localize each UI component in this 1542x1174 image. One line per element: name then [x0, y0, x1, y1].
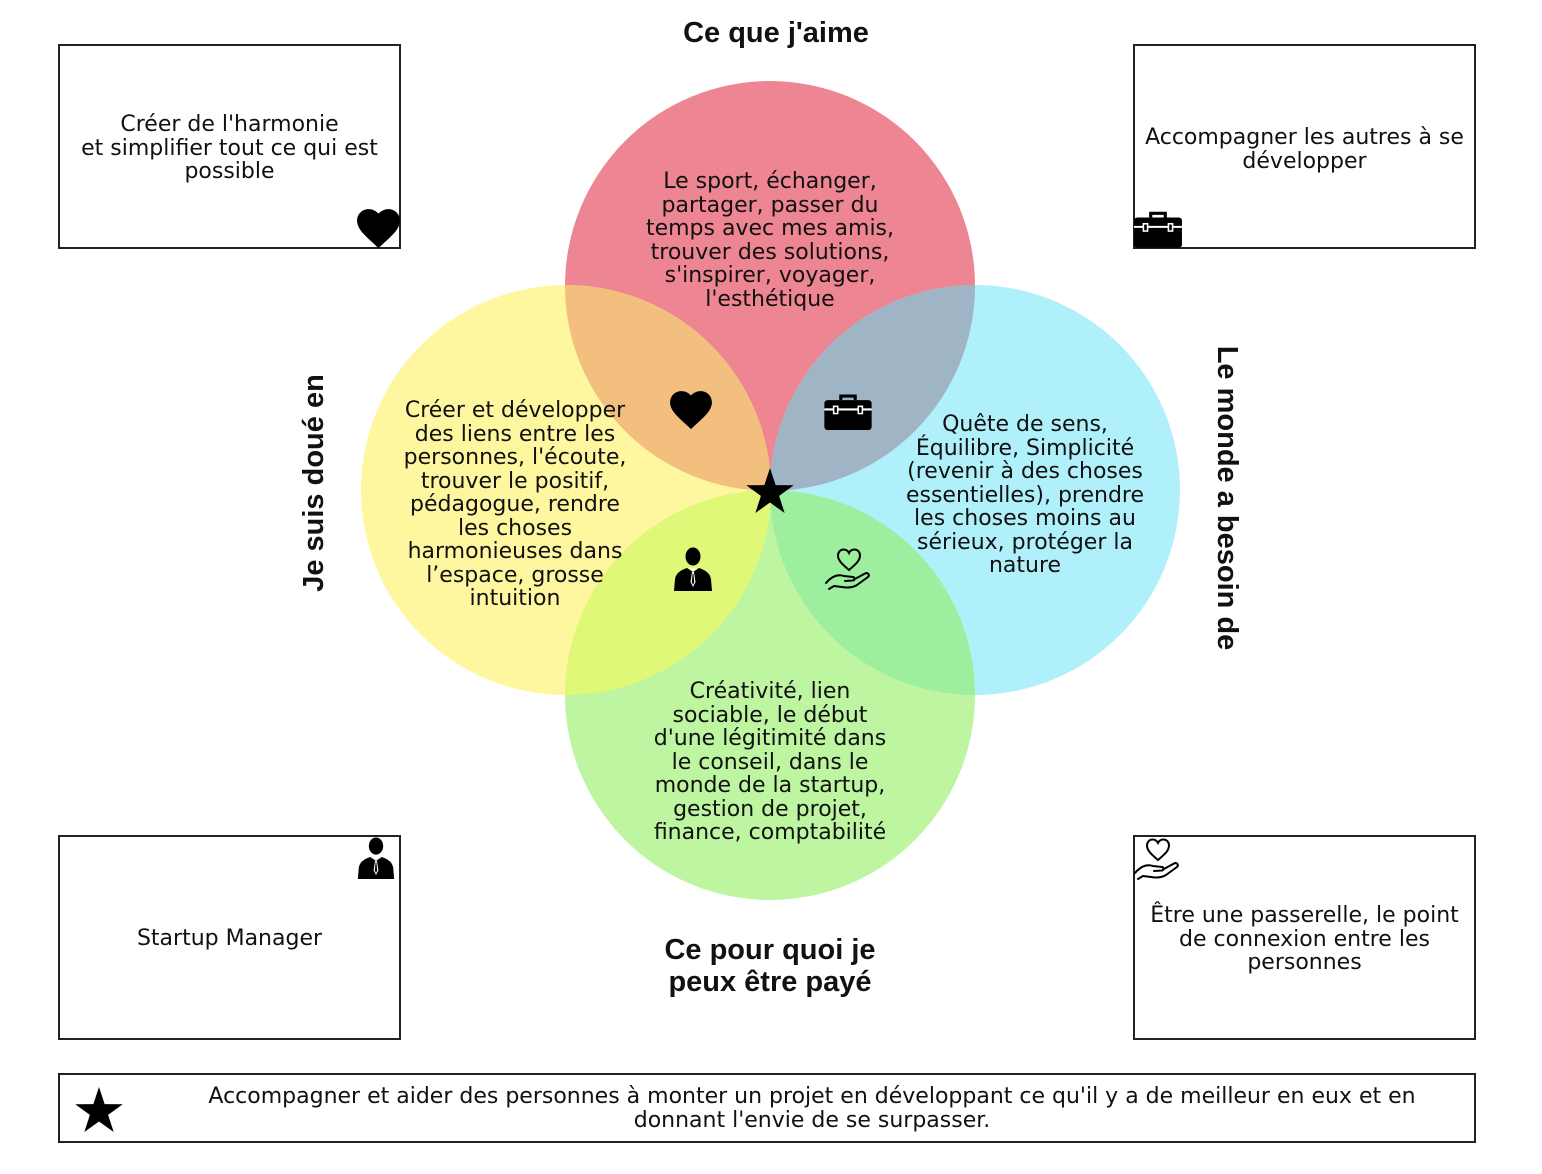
overlap-left-bottom [565, 490, 771, 695]
circle-left-text-line: personnes, l'écoute, [403, 445, 627, 470]
circle-bottom-text-line: sociable, le début [672, 702, 868, 728]
circle-left-text-line: les choses [457, 515, 573, 541]
circle-left-text-line: harmonieuses dans [407, 539, 623, 564]
overlap-top-right [770, 285, 975, 491]
circle-left-text-line: pédagogue, rendre [410, 492, 620, 517]
circle-top-text-line: s'inspirer, voyager, [664, 263, 876, 288]
circle-top-text-line: l'esthétique [705, 286, 835, 312]
circle-top-text-line: trouver des solutions, [650, 239, 890, 265]
label-what-the-world-needs: Le monde a besoin de [1211, 345, 1243, 651]
circle-right-text-line: nature [988, 553, 1062, 578]
card-love-world-needs-text-line: Accompagner les autres à se [1145, 125, 1464, 150]
circle-right-text-line: les choses moins au [914, 506, 1136, 531]
card-world-needs-paid-text-line: personnes [1247, 950, 1362, 975]
card-love-good-at-text-line: et simplifier tout ce qui est [81, 135, 378, 161]
card-world-needs-paid-text-line: de connexion entre les [1179, 926, 1430, 952]
hand-heart-icon [1133, 835, 1183, 881]
card-good-at-paid: Startup Manager [58, 835, 401, 1040]
briefcase-icon [823, 394, 873, 431]
label-paid-line-1: Ce pour quoi je [664, 934, 876, 966]
circle-right-text-line: (revenir à des choses [907, 459, 1143, 484]
circle-left-text-line: Créer et développer [404, 398, 626, 423]
circle-left-text-line: des liens entre les [414, 421, 616, 447]
ikigai-summary-text: Accompagner et aider des personnes à mon… [180, 1085, 1444, 1132]
circle-right-text: Quête de sens,Équilibre, Simplicité(reve… [885, 413, 1165, 578]
ikigai-summary-text-line: Accompagner et aider des personnes à mon… [208, 1084, 1416, 1109]
label-what-i-love: Ce que j'aime [683, 17, 869, 49]
circle-right-text-line: essentielles), prendre [905, 482, 1145, 508]
card-good-at-paid-text-line: Startup Manager [136, 926, 323, 951]
businessman-icon [356, 837, 396, 879]
circle-left-text-line: trouver le positif, [420, 468, 610, 494]
ikigai-summary-text-line: donnant l'envie de se surpasser. [633, 1107, 991, 1133]
circle-top-text-line: temps avec mes amis, [645, 216, 895, 241]
label-what-i-can-be-paid-for: Ce pour quoi je peux être payé [570, 934, 970, 998]
circle-top-text-line: partager, passer du [661, 192, 879, 218]
card-love-good-at-text-line: Créer de l'harmonie [120, 112, 339, 137]
card-love-good-at-text-line: possible [184, 159, 275, 184]
label-paid-line-2: peux être payé [668, 966, 872, 998]
card-good-at-paid-text: Startup Manager [66, 927, 393, 951]
circle-top-text-line: Le sport, échanger, [663, 169, 877, 194]
briefcase-icon [1133, 211, 1183, 249]
ikigai-summary-box: Accompagner et aider des personnes à mon… [58, 1073, 1476, 1143]
card-world-needs-paid-text-line: Être une passerelle, le point [1150, 903, 1459, 928]
star-icon [75, 1087, 123, 1133]
circle-bottom-text-line: finance, comptabilité [653, 820, 887, 845]
circle-right-text-line: sérieux, protéger la [917, 529, 1133, 555]
label-what-im-good-at: Je suis doué en [298, 374, 330, 592]
card-love-world-needs-text-line: développer [1242, 148, 1367, 174]
circle-bottom-text-line: gestion de projet, [673, 796, 867, 822]
circle-bottom-text-line: le conseil, dans le [671, 749, 869, 775]
circle-right-text-line: Équilibre, Simplicité [915, 435, 1135, 461]
circle-bottom-text-line: d'une légitimité dans [653, 726, 887, 751]
circle-left-text-line: l’espace, grosse [426, 562, 604, 588]
heart-icon [356, 208, 401, 249]
circle-right-text-line: Quête de sens, [942, 412, 1108, 437]
circle-bottom-text-line: Créativité, lien [689, 679, 851, 704]
overlap-right-bottom [770, 490, 975, 695]
circle-bottom-text-line: monde de la startup, [654, 773, 886, 798]
circle-left-text-line: intuition [469, 586, 561, 611]
